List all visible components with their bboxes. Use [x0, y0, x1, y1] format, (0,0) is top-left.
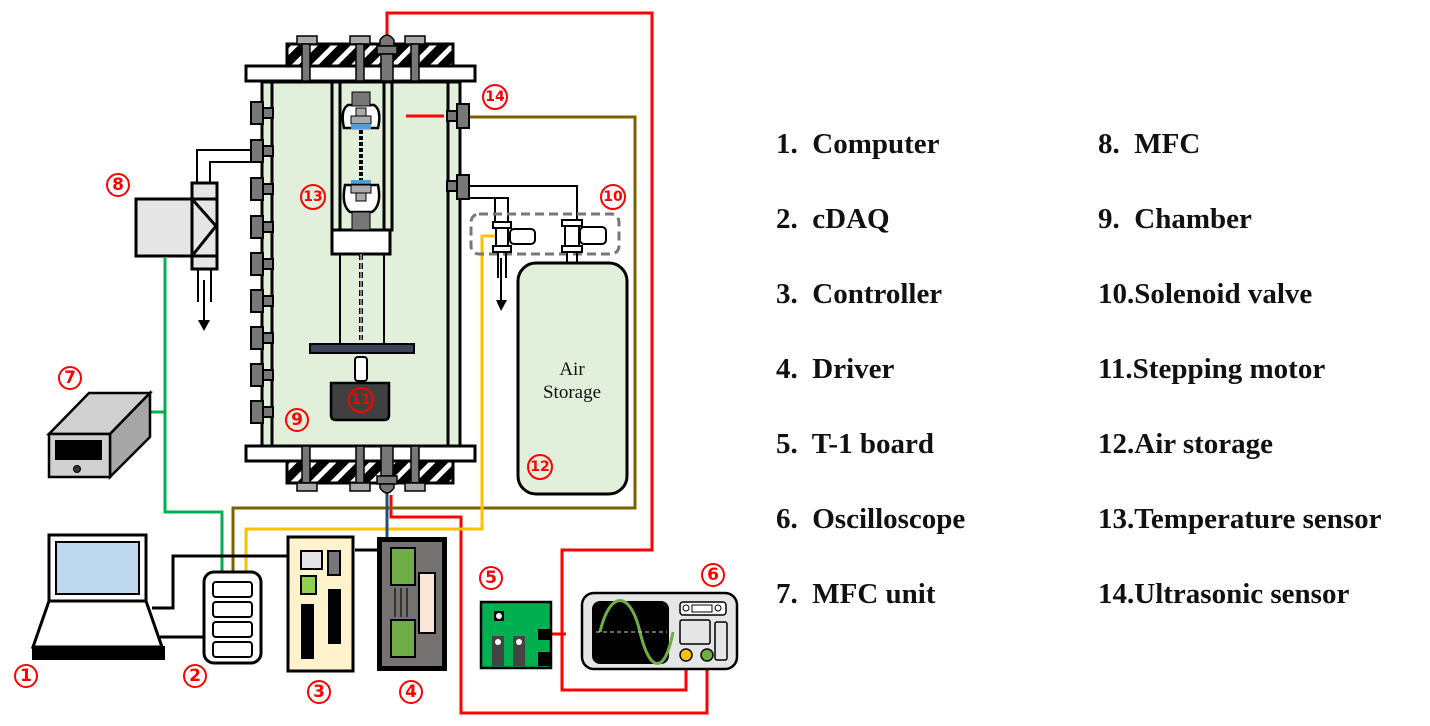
- callout-4: 4: [399, 680, 423, 704]
- pipe-chamber-mfc-inner: [209, 161, 252, 183]
- callout-13: 13: [300, 184, 326, 210]
- callout-5: 5: [479, 566, 503, 590]
- legend-item: 14.Ultrasonic sensor: [1098, 578, 1350, 610]
- callout-12: 12: [527, 454, 553, 480]
- legend-item: 3. Controller: [776, 278, 943, 310]
- svg-text:14: 14: [485, 89, 505, 105]
- svg-text:6: 6: [707, 565, 719, 585]
- pipe-chamber-valve-inner: [468, 197, 509, 222]
- valve-exhaust-arrow-icon: [496, 300, 507, 311]
- computer: [30, 533, 165, 660]
- oscilloscope: [580, 591, 739, 671]
- svg-text:8: 8: [112, 175, 124, 195]
- wire-ultrasonic-sensor: [231, 115, 637, 572]
- mfc-unit: [46, 389, 153, 481]
- probe-input-1: [679, 648, 693, 662]
- wire-computer-controller: [152, 554, 290, 610]
- chamber: [244, 34, 477, 494]
- svg-text:3: 3: [313, 682, 325, 702]
- svg-text:1: 1: [20, 666, 32, 686]
- svg-text:9: 9: [291, 410, 303, 430]
- solenoid-valves: [469, 212, 621, 311]
- legend-item: 10.Solenoid valve: [1098, 278, 1313, 310]
- callout-10: 10: [600, 184, 626, 210]
- callout-8: 8: [106, 173, 130, 197]
- svg-text:5: 5: [485, 568, 497, 588]
- wire-bottom-sensor-signal: [389, 495, 709, 715]
- driver: [377, 537, 447, 671]
- svg-text:12: 12: [530, 459, 549, 475]
- pipe-chamber-valve: [468, 185, 578, 222]
- probe-input-2: [700, 648, 714, 662]
- callout-2: 2: [183, 664, 207, 688]
- legend-item: 6. Oscilloscope: [776, 503, 966, 535]
- svg-text:7: 7: [64, 368, 76, 388]
- chamber-right-ports: [446, 103, 470, 200]
- legend-item: 1. Computer: [776, 128, 940, 160]
- svg-text:2: 2: [189, 666, 201, 686]
- air-storage-tank: Air Storage: [516, 261, 629, 496]
- tank-label-line1: Air: [559, 359, 585, 380]
- legend-item: 8. MFC: [1098, 128, 1201, 160]
- legend-item: 5. T-1 board: [776, 428, 934, 460]
- svg-text:11: 11: [351, 392, 370, 408]
- legend-item: 13.Temperature sensor: [1098, 503, 1382, 535]
- svg-text:13: 13: [303, 189, 322, 205]
- legend-item: 2. cDAQ: [776, 203, 890, 235]
- exhaust-arrow-icon: [198, 320, 210, 331]
- legend-item: 12.Air storage: [1098, 428, 1274, 460]
- wire-mfc: [163, 258, 224, 572]
- legend-item: 4. Driver: [776, 353, 895, 385]
- mfc: [134, 181, 219, 331]
- cdaq: [202, 570, 263, 665]
- callout-14: 14: [482, 84, 508, 110]
- svg-text:4: 4: [405, 682, 417, 702]
- chamber-left-ports: [250, 101, 274, 424]
- wire-ultrasonic-signal: [385, 11, 688, 692]
- callout-6: 6: [701, 563, 725, 587]
- callout-9: 9: [285, 408, 309, 432]
- tank-label-line2: Storage: [543, 382, 601, 403]
- legend-item: 9. Chamber: [1098, 203, 1252, 235]
- callout-7: 7: [58, 366, 82, 390]
- pipe-chamber-mfc: [196, 149, 252, 183]
- stepping-motor: [329, 381, 391, 422]
- legend-item: 11.Stepping motor: [1098, 353, 1326, 385]
- controller: [286, 535, 355, 673]
- callout-3: 3: [307, 680, 331, 704]
- svg-text:10: 10: [603, 189, 623, 205]
- callout-11: 11: [348, 387, 374, 413]
- t1-board: [479, 600, 553, 670]
- callout-1: 1: [14, 664, 38, 688]
- legend-item: 7. MFC unit: [776, 578, 936, 610]
- callouts: 1 2 3 4 5 6 7 8 9 10 11 12 13 14: [14, 84, 725, 704]
